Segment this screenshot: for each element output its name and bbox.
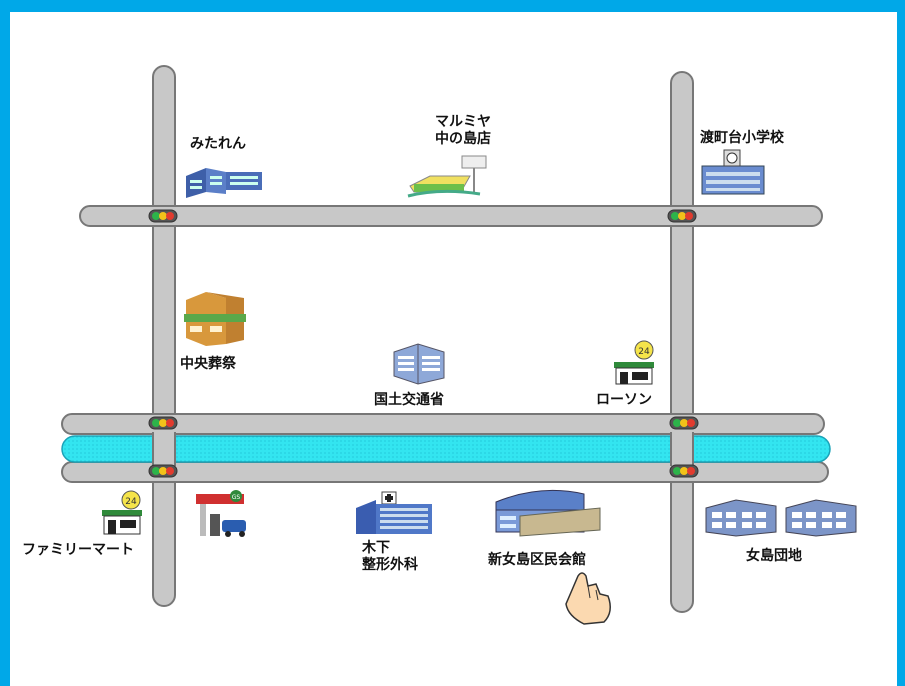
label-marumiya-line1: マルミヤ <box>435 114 491 130</box>
label-mlit: 国土交通省 <box>374 392 444 408</box>
horizontal-road-top <box>79 205 823 227</box>
traffic-light-icon <box>148 416 178 430</box>
traffic-light-icon <box>667 209 697 223</box>
pointing-hand-icon[interactable] <box>565 572 611 625</box>
label-marumiya: マルミヤ 中の島店 <box>418 114 508 148</box>
traffic-light-icon <box>669 464 699 478</box>
label-school: 渡町台小学校 <box>700 130 784 146</box>
label-lawson: ローソン <box>596 392 652 408</box>
government-building-icon <box>393 343 445 385</box>
sign-24: 24 <box>638 347 650 357</box>
label-kinoshita-line2: 整形外科 <box>362 557 418 573</box>
label-danchi: 女島団地 <box>746 548 802 564</box>
convenience-store-icon: 24 <box>102 490 142 535</box>
apartment-icon <box>785 499 857 537</box>
label-familymart: ファミリーマート <box>22 542 134 558</box>
bridge-right <box>671 432 693 466</box>
traffic-light-icon <box>148 464 178 478</box>
funeral-hall-icon <box>184 292 246 346</box>
label-chuo-sousai: 中央葬祭 <box>180 356 236 372</box>
community-hall-icon <box>495 489 601 537</box>
convenience-store-icon: 24 <box>614 340 654 385</box>
bridge-left <box>153 432 175 466</box>
label-kominkan: 新女島区民会館 <box>488 552 586 568</box>
label-mitaren: みたれん <box>190 136 246 152</box>
river <box>61 435 831 463</box>
label-kinoshita: 木下 整形外科 <box>362 540 418 574</box>
sign-24: 24 <box>125 497 137 507</box>
vertical-road-left <box>152 65 176 607</box>
gas-station-icon: GS <box>196 490 246 537</box>
supermarket-icon <box>407 155 487 198</box>
traffic-light-icon <box>148 209 178 223</box>
office-building-icon <box>186 168 262 198</box>
label-kinoshita-line1: 木下 <box>362 540 390 556</box>
vertical-road-right <box>670 71 694 613</box>
sign-gs: GS <box>232 494 241 501</box>
school-icon <box>701 149 765 195</box>
hospital-icon <box>356 491 432 534</box>
apartment-icon <box>705 499 777 537</box>
horizontal-road-middle <box>61 413 825 435</box>
traffic-light-icon <box>669 416 699 430</box>
label-marumiya-line2: 中の島店 <box>435 131 491 147</box>
